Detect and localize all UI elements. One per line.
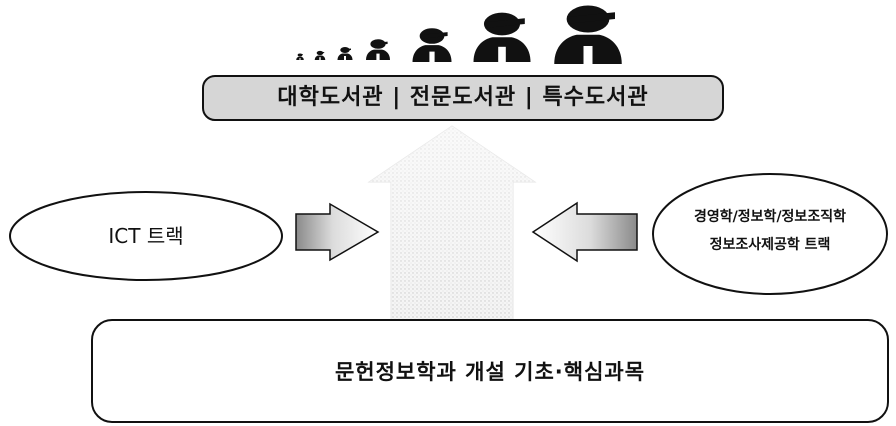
left-pointing-arrow	[531, 201, 638, 263]
bottom-box-label: 문헌정보학과 개설 기초·핵심과목	[334, 360, 646, 384]
right-pointing-arrow	[295, 202, 380, 262]
bottom-box	[91, 319, 889, 423]
right-oval	[652, 173, 888, 295]
top-box-label: 대학도서관 | 전문도서관 | 특수도서관	[277, 85, 649, 110]
right-oval-label-line1: 경영학/정보학/정보조직학	[694, 209, 846, 225]
top-box	[202, 75, 724, 121]
upward-arrow	[367, 125, 537, 331]
right-oval-label-line2: 정보조사제공학 트랙	[709, 237, 831, 253]
people-silhouettes-icon	[296, 5, 622, 64]
left-oval	[9, 191, 283, 281]
left-oval-label: ICT 트랙	[108, 224, 184, 248]
